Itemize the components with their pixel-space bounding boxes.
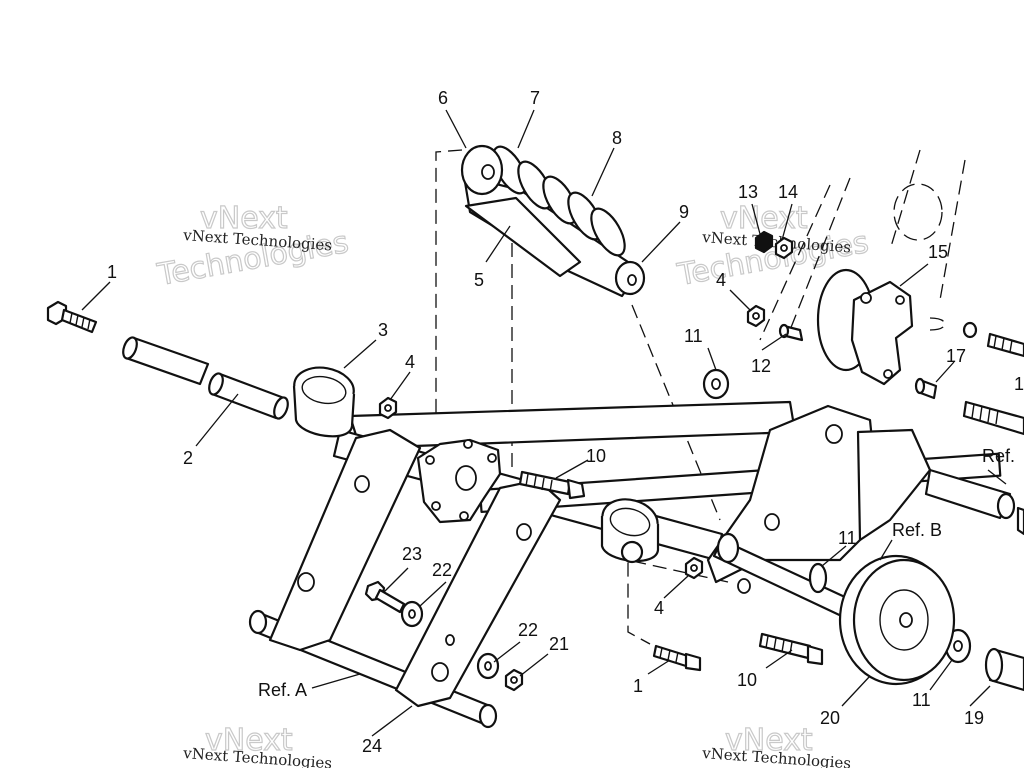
callout-18-partial: 1 [1014,374,1024,394]
callout-10-upper: 10 [586,446,606,466]
leader-lines [81,109,1007,737]
callout-labels: 1 2 3 4 5 6 7 8 9 10 11 12 13 14 4 15 17… [107,88,1024,756]
callout-19: 19 [964,708,984,728]
nut-part-13 [754,230,774,254]
washer-part-11 [702,368,972,664]
nut-part-4 [378,304,766,580]
watermark-big-1a: vNext [200,201,288,236]
bolt-part-1 [46,300,98,334]
washer-part-22 [400,600,500,680]
bolt-part-23 [364,580,406,614]
bolt-part-1-lower [652,644,702,672]
callout-4-lower: 4 [654,598,664,618]
spacer-part-2 [122,336,289,420]
callout-15: 15 [928,242,948,262]
bolt-part-18 [962,400,1024,436]
callout-10-lower: 10 [737,670,757,690]
callout-1-upper: 1 [107,262,117,282]
callout-13: 13 [738,182,758,202]
wheel-part-20 [838,554,956,686]
callout-11-upper: 11 [684,326,703,346]
sleeve-part-19 [984,647,1024,692]
bushing-part-3 [292,366,356,438]
spacer-part-17 [914,377,938,400]
nut-part-21 [504,668,524,692]
callout-5: 5 [474,270,484,290]
bushing-mid [600,498,660,564]
callout-7: 7 [530,88,540,108]
bolt-right-upper [962,321,1024,358]
callout-8: 8 [612,128,622,148]
callout-14: 14 [778,182,798,202]
callout-9: 9 [679,202,689,222]
callout-20: 20 [820,708,840,728]
callout-23: 23 [402,544,422,564]
callout-4-right: 4 [716,270,726,290]
callout-12: 12 [751,356,771,376]
callout-21: 21 [549,634,569,654]
spring-coils [492,145,626,257]
bracket-part-15 [816,268,914,386]
callout-24: 24 [362,736,382,756]
swing-arm-assembly [248,400,1024,729]
bolt-part-10 [518,470,824,666]
phantom-shaft-top-right [893,183,946,331]
spacer-part-12 [778,323,804,342]
callout-17: 17 [946,346,966,366]
callout-4-left: 4 [405,352,415,372]
ref-label-c: Ref. [982,446,1015,466]
callout-1-lower: 1 [633,676,643,696]
callout-2: 2 [183,448,193,468]
watermark-big-2a: vNext [720,201,808,236]
callout-22-upper: 22 [432,560,452,580]
shock-absorber-assembly [460,144,646,298]
ref-label-a: Ref. A [258,680,307,700]
callout-11-middle: 11 [838,528,857,548]
watermark-big-4a: vNext [725,723,813,758]
callout-3: 3 [378,320,388,340]
callout-6: 6 [438,88,448,108]
callout-11-lower: 11 [912,690,931,710]
watermark-big-3a: vNext [205,723,293,758]
ref-label-b: Ref. B [892,520,942,540]
callout-22-lower: 22 [518,620,538,640]
nut-part-14 [774,236,794,260]
